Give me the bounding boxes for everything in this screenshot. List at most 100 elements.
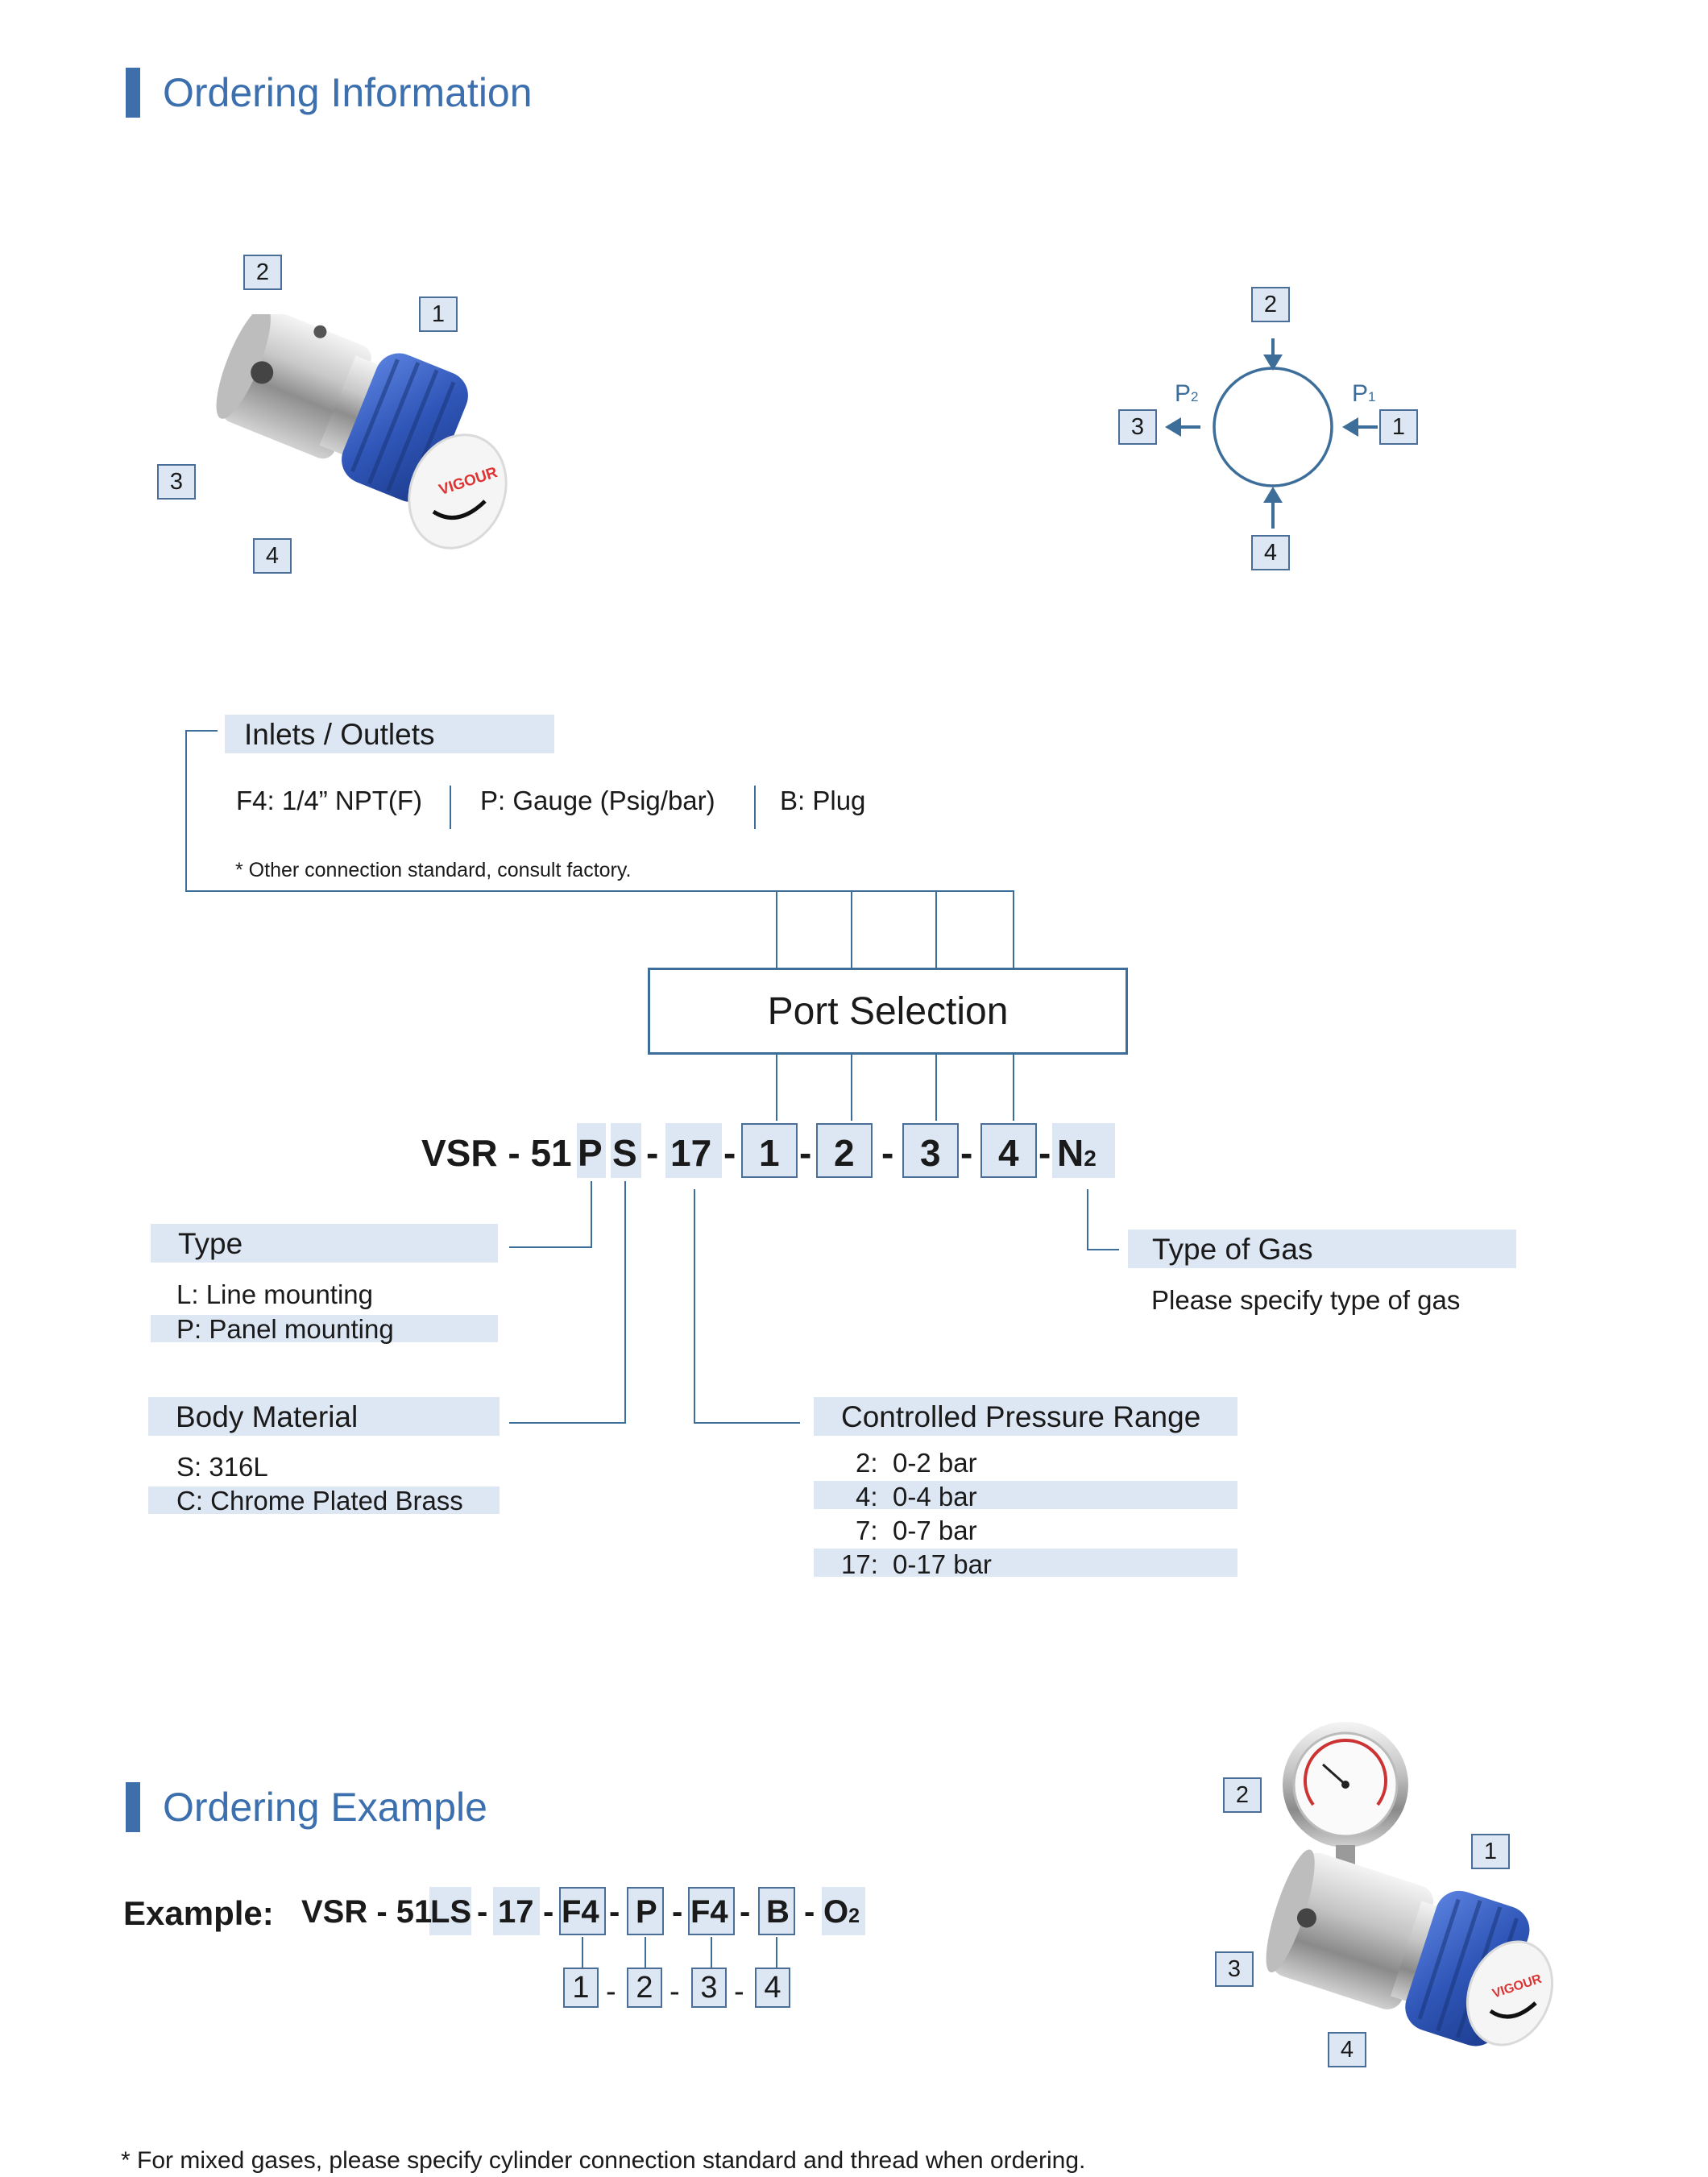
pressure-code-2: 2: xyxy=(856,1448,878,1478)
example-box-port-3 xyxy=(688,1887,735,1935)
example-highlight-type-body xyxy=(429,1887,471,1935)
connector-line xyxy=(776,1937,777,1968)
example-dash: - xyxy=(477,1894,488,1930)
body-material-title: Body Material xyxy=(148,1397,500,1436)
example-label: Example: xyxy=(123,1894,274,1932)
port-4-box: 4 xyxy=(1251,535,1290,570)
code-box-port-2 xyxy=(816,1123,873,1178)
pressure-code-7: 7: xyxy=(856,1516,878,1545)
connector-line xyxy=(509,1246,592,1248)
pressure-range-17: 0-17 bar xyxy=(893,1549,992,1579)
example-dash: - xyxy=(609,1894,620,1930)
port-flow-diagram xyxy=(1144,338,1418,548)
code-gas: N2 xyxy=(1057,1132,1097,1174)
example-port-2: P xyxy=(636,1894,657,1930)
connector-line xyxy=(591,1181,592,1247)
arrow-down-icon xyxy=(1263,355,1283,371)
example-prefix: VSR - 51 xyxy=(301,1894,433,1930)
connector-line xyxy=(509,1422,626,1424)
code-highlight-gas xyxy=(1052,1123,1115,1178)
type-title: Type xyxy=(151,1224,498,1263)
callout-1: 1 xyxy=(419,296,458,332)
type-option-p: P: Panel mounting xyxy=(176,1314,394,1344)
section-title-ordering-information: Ordering Information xyxy=(163,70,533,115)
inlet-option-f4: F4: 1/4” NPT(F) xyxy=(236,786,423,815)
section-marker xyxy=(126,1782,140,1832)
divider xyxy=(754,786,756,829)
callout-3: 3 xyxy=(157,464,196,500)
code-port-3: 3 xyxy=(920,1132,941,1174)
pressure-band xyxy=(814,1549,1237,1577)
port-3-box: 3 xyxy=(1118,409,1157,445)
example-box-port-1 xyxy=(559,1887,606,1935)
example-number-dash: - xyxy=(606,1975,616,2009)
code-highlight-type xyxy=(577,1123,606,1178)
divider xyxy=(450,786,451,829)
code-body: S xyxy=(612,1132,637,1174)
gas-type-title: Type of Gas xyxy=(1128,1229,1516,1268)
connector-line xyxy=(711,1937,712,1968)
pressure-range-4: 0-4 bar xyxy=(893,1482,977,1511)
example-port-1: F4 xyxy=(562,1894,599,1930)
example-number-dash: - xyxy=(734,1975,744,2009)
arrow-left-icon xyxy=(1342,417,1358,437)
arrow-left-icon xyxy=(1165,417,1181,437)
gas-type-text: Please specify type of gas xyxy=(1151,1285,1461,1315)
body-option-c: C: Chrome Plated Brass xyxy=(176,1486,463,1516)
code-dash: - xyxy=(723,1132,736,1174)
p2-label: P2 xyxy=(1175,380,1199,407)
inlets-outlets-title: Inlets / Outlets xyxy=(225,715,554,753)
callout-1: 1 xyxy=(1471,1834,1510,1869)
body-option-band xyxy=(148,1487,500,1514)
pressure-code-17: 17: xyxy=(841,1549,878,1579)
example-number-3: 3 xyxy=(691,1968,727,2008)
callout-4: 4 xyxy=(253,538,292,574)
example-port-4: B xyxy=(766,1894,790,1930)
inlet-option-b: B: Plug xyxy=(780,786,866,815)
code-highlight-body xyxy=(611,1123,641,1178)
example-range: 17 xyxy=(498,1894,534,1930)
code-range: 17 xyxy=(670,1132,712,1174)
callout-3: 3 xyxy=(1215,1951,1254,1987)
example-dash: - xyxy=(543,1894,554,1930)
example-box-port-4 xyxy=(758,1887,795,1935)
body-option-s: S: 316L xyxy=(176,1452,268,1482)
arrow-up-icon xyxy=(1263,487,1283,503)
example-port-3: F4 xyxy=(690,1894,728,1930)
code-type: P xyxy=(578,1132,603,1174)
connector-line xyxy=(624,1181,626,1423)
port-selection-box: Port Selection xyxy=(648,968,1128,1055)
footnote: * For mixed gases, please specify cylind… xyxy=(121,2147,1086,2174)
pressure-range-title: Controlled Pressure Range xyxy=(814,1397,1237,1436)
code-dash: - xyxy=(646,1132,659,1174)
pressure-range-7: 0-7 bar xyxy=(893,1516,977,1545)
connector-line xyxy=(851,1055,852,1121)
code-port-2: 2 xyxy=(834,1132,855,1174)
type-option-band xyxy=(151,1315,498,1342)
section-marker xyxy=(126,68,140,118)
code-port-4: 4 xyxy=(998,1132,1019,1174)
pressure-band xyxy=(814,1481,1237,1509)
example-number-4: 4 xyxy=(755,1968,790,2008)
port-1-box: 1 xyxy=(1379,409,1418,445)
code-port-1: 1 xyxy=(759,1132,780,1174)
example-highlight-range xyxy=(493,1887,540,1935)
pressure-range-2: 0-2 bar xyxy=(893,1448,977,1478)
example-dash: - xyxy=(740,1894,751,1930)
code-box-port-4 xyxy=(980,1123,1037,1178)
code-prefix: VSR - 51 xyxy=(421,1132,572,1174)
section-title-ordering-example: Ordering Example xyxy=(163,1785,487,1830)
example-dash: - xyxy=(672,1894,683,1930)
callout-2: 2 xyxy=(1223,1777,1262,1813)
connector-line xyxy=(582,1937,583,1968)
example-number-1: 1 xyxy=(563,1968,599,2008)
connector-line xyxy=(1013,890,1014,969)
connector-line xyxy=(1013,1055,1014,1121)
connector-line xyxy=(185,890,1014,892)
port-2-box: 2 xyxy=(1251,287,1290,322)
inlet-option-p: P: Gauge (Psig/bar) xyxy=(480,786,715,815)
code-highlight-range xyxy=(665,1123,722,1178)
connector-line xyxy=(935,1055,937,1121)
p1-label: P1 xyxy=(1352,380,1376,407)
code-box-port-3 xyxy=(902,1123,959,1178)
